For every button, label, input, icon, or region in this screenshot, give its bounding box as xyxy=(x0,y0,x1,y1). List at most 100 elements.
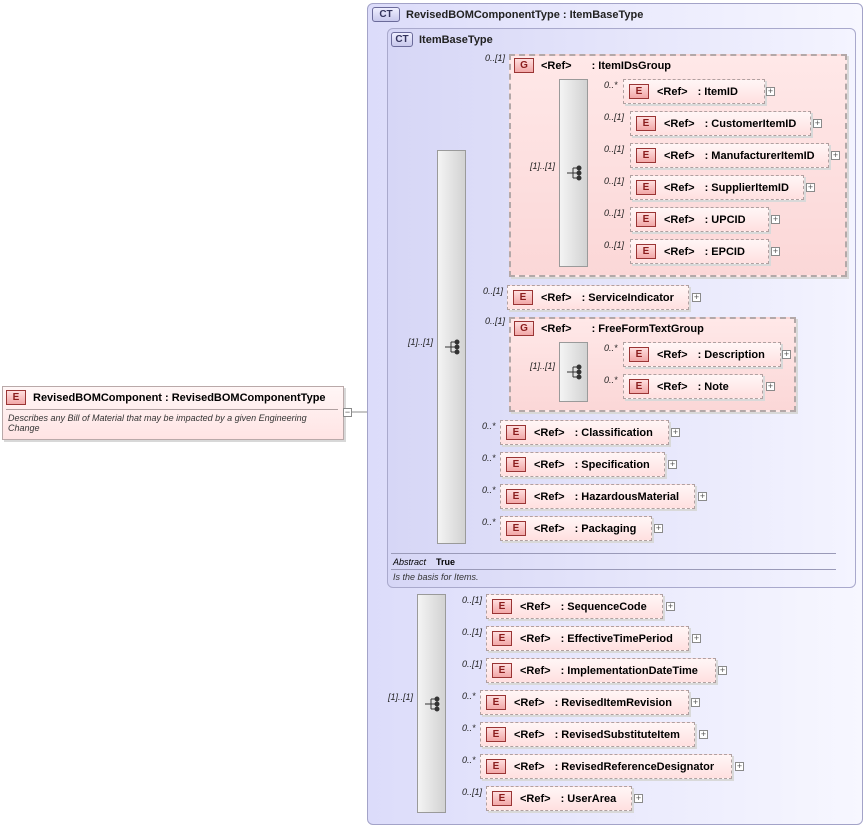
expand-toggle[interactable]: + xyxy=(766,381,775,391)
element-classification[interactable]: E <Ref> : Classification xyxy=(500,420,669,445)
element-name: : SequenceCode xyxy=(560,600,647,613)
element-name: : ItemID xyxy=(697,85,738,98)
expand-toggle[interactable]: + xyxy=(654,523,663,533)
expand-toggle[interactable]: + xyxy=(698,491,707,501)
id-element-epcid[interactable]: E <Ref> : EPCID xyxy=(630,239,769,264)
base-type-badge: CT xyxy=(391,32,413,47)
expand-toggle[interactable]: + xyxy=(782,349,791,359)
element-name: : SupplierItemID xyxy=(704,181,789,194)
element-badge: E xyxy=(506,521,526,536)
element-hazardous-material[interactable]: E <Ref> : HazardousMaterial xyxy=(500,484,695,509)
outer-element-cardinality: 0..* xyxy=(462,691,476,701)
element-name: : RevisedSubstituteItem xyxy=(554,728,680,741)
element-ref: <Ref> xyxy=(664,117,695,130)
expand-toggle[interactable]: + xyxy=(831,150,840,160)
element-name: : Note xyxy=(697,380,729,393)
element-ref: <Ref> xyxy=(514,728,545,741)
element-implementation-date-time[interactable]: E <Ref> : ImplementationDateTime xyxy=(486,658,716,683)
sequence-icon xyxy=(567,165,582,181)
element-ref: <Ref> xyxy=(520,664,551,677)
element-ref: <Ref> xyxy=(664,213,695,226)
ids-group-ref: <Ref> xyxy=(541,59,572,72)
element-badge: E xyxy=(636,244,656,259)
expand-toggle[interactable]: + xyxy=(735,761,744,771)
element-ref: <Ref> xyxy=(520,632,551,645)
expand-toggle[interactable]: + xyxy=(666,601,675,611)
element-name: : UPCID xyxy=(704,213,746,226)
expand-toggle[interactable]: + xyxy=(634,793,643,803)
element-specification[interactable]: E <Ref> : Specification xyxy=(500,452,665,477)
expand-toggle[interactable]: + xyxy=(699,729,708,739)
outer-element-cardinality: 0..[1] xyxy=(462,627,483,637)
element-revised-item-revision[interactable]: E <Ref> : RevisedItemRevision xyxy=(480,690,689,715)
element-ref: <Ref> xyxy=(514,760,545,773)
element-sequence-code[interactable]: E <Ref> : SequenceCode xyxy=(486,594,663,619)
id-element-cardinality: 0..[1] xyxy=(604,240,625,250)
root-element[interactable]: E RevisedBOMComponent : RevisedBOMCompon… xyxy=(2,386,344,440)
element-name: : RevisedReferenceDesignator xyxy=(554,760,715,773)
element-ref: <Ref> xyxy=(534,426,565,439)
group-badge: G xyxy=(514,321,534,336)
element-badge: E xyxy=(506,457,526,472)
element-ref: <Ref> xyxy=(657,380,688,393)
element-revised-substitute-item[interactable]: E <Ref> : RevisedSubstituteItem xyxy=(480,722,695,747)
expand-toggle[interactable]: + xyxy=(806,182,815,192)
service-indicator-cardinality: 0..[1] xyxy=(483,286,504,296)
element-badge: E xyxy=(492,791,512,806)
ids-sequence-cardinality: [1]..[1] xyxy=(530,161,556,171)
complex-type-title: RevisedBOMComponentType : ItemBaseType xyxy=(406,8,644,21)
element-name: : ManufacturerItemID xyxy=(704,149,815,162)
text-element-note[interactable]: E <Ref> : Note xyxy=(623,374,763,399)
expand-toggle[interactable]: + xyxy=(691,697,700,707)
element-packaging[interactable]: E <Ref> : Packaging xyxy=(500,516,652,541)
ids-group-cardinality: 0..[1] xyxy=(485,53,506,63)
id-element-item-id[interactable]: E <Ref> : ItemID xyxy=(623,79,765,104)
outer-element-cardinality: 0..[1] xyxy=(462,787,483,797)
element-name: : ImplementationDateTime xyxy=(560,664,698,677)
element-badge: E xyxy=(636,212,656,227)
expand-toggle[interactable]: + xyxy=(692,292,701,302)
element-ref: <Ref> xyxy=(657,348,688,361)
element-user-area[interactable]: E <Ref> : UserArea xyxy=(486,786,632,811)
element-service-indicator[interactable]: E <Ref> : ServiceIndicator xyxy=(507,285,689,310)
abstract-value: True xyxy=(436,557,456,567)
sequence-icon xyxy=(567,364,582,380)
element-revised-reference-designator[interactable]: E <Ref> : RevisedReferenceDesignator xyxy=(480,754,732,779)
ids-group-header: G <Ref> : ItemIDsGroup xyxy=(514,58,671,73)
expand-toggle[interactable]: + xyxy=(718,665,727,675)
element-ref: <Ref> xyxy=(520,792,551,805)
element-badge: E xyxy=(636,148,656,163)
element-name: : UserArea xyxy=(560,792,617,805)
text-element-cardinality: 0..* xyxy=(604,343,618,353)
id-element-supplier-item-id[interactable]: E <Ref> : SupplierItemID xyxy=(630,175,804,200)
element-badge: E xyxy=(506,489,526,504)
element-ref: <Ref> xyxy=(534,522,565,535)
sequence-icon xyxy=(425,696,440,712)
collapse-toggle[interactable]: − xyxy=(343,407,352,417)
expand-toggle[interactable]: + xyxy=(771,246,780,256)
text-element-description[interactable]: E <Ref> : Description xyxy=(623,342,781,367)
expand-toggle[interactable]: + xyxy=(692,633,701,643)
element-name: : Specification xyxy=(574,458,650,471)
outer-element-cardinality: 0..* xyxy=(462,723,476,733)
expand-toggle[interactable]: + xyxy=(771,214,780,224)
element-badge: E xyxy=(636,180,656,195)
element-badge: E xyxy=(486,695,506,710)
expand-toggle[interactable]: + xyxy=(813,118,822,128)
element-name: : Classification xyxy=(574,426,653,439)
element-effective-time-period[interactable]: E <Ref> : EffectiveTimePeriod xyxy=(486,626,689,651)
element-name: : EPCID xyxy=(704,245,745,258)
id-element-customer-item-id[interactable]: E <Ref> : CustomerItemID xyxy=(630,111,811,136)
base-element-cardinality: 0..* xyxy=(482,421,496,431)
id-element-upcid[interactable]: E <Ref> : UPCID xyxy=(630,207,769,232)
element-badge: E xyxy=(492,631,512,646)
expand-toggle[interactable]: + xyxy=(671,427,680,437)
expand-toggle[interactable]: + xyxy=(766,86,775,96)
freeform-group-ref: <Ref> xyxy=(541,322,572,335)
expand-toggle[interactable]: + xyxy=(668,459,677,469)
complex-type-header: CT RevisedBOMComponentType : ItemBaseTyp… xyxy=(372,7,643,22)
ids-group-name: : ItemIDsGroup xyxy=(591,59,672,72)
outer-element-cardinality: 0..[1] xyxy=(462,659,483,669)
element-badge: E xyxy=(492,663,512,678)
id-element-manufacturer-item-id[interactable]: E <Ref> : ManufacturerItemID xyxy=(630,143,829,168)
